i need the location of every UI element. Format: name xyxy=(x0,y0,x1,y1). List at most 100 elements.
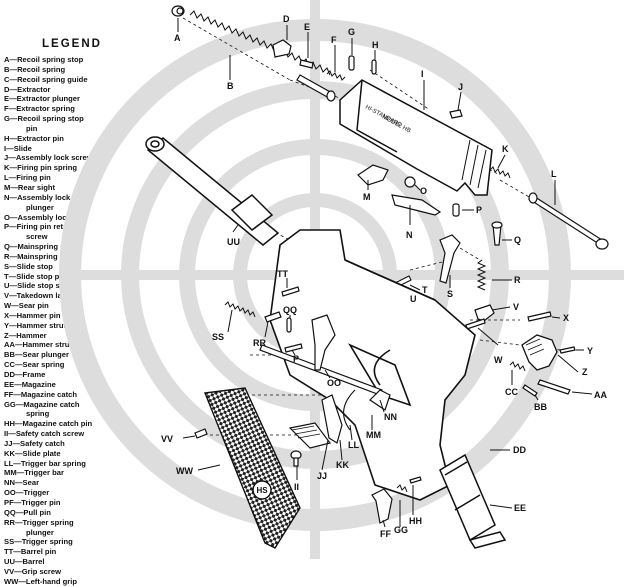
callout-aa: AA xyxy=(594,390,607,400)
legend-item: B—Recoil spring xyxy=(4,64,66,74)
legend-item: RR—Trigger spring xyxy=(4,517,74,527)
trigger-spring xyxy=(224,301,256,318)
assembly-lock-plunger xyxy=(391,194,442,216)
callout-h: H xyxy=(372,40,379,50)
callout-vv: VV xyxy=(161,434,173,444)
callout-ee: EE xyxy=(514,503,526,513)
mainspring-guide xyxy=(491,221,503,246)
recoil-spring-stop xyxy=(171,5,185,17)
legend-item: R—Mainspring xyxy=(4,251,58,261)
legend-item: I—Slide xyxy=(4,143,32,153)
legend-item: P—Firing pin retaining xyxy=(4,222,86,232)
callout-ii: II xyxy=(294,482,299,492)
callout-b: B xyxy=(227,81,234,91)
trigger-bar-spring xyxy=(343,389,356,431)
callout-uu: UU xyxy=(227,237,240,247)
legend-item: EE—Magazine xyxy=(4,379,56,389)
legend-item: QQ—Pull pin xyxy=(4,507,51,517)
grip-logo: HS xyxy=(256,486,268,495)
trigger xyxy=(311,314,336,371)
legend-item: Z—Hammer xyxy=(4,330,47,340)
trigger-pin xyxy=(284,343,303,353)
legend-item: FF—Magazine catch xyxy=(4,389,77,399)
mainspring xyxy=(476,259,487,291)
callout-m: M xyxy=(363,192,371,202)
legend-item: CC—Sear spring xyxy=(4,360,65,370)
legend-item: pin xyxy=(26,123,38,133)
callout-nn: NN xyxy=(384,412,397,422)
slide-plate xyxy=(288,422,332,449)
callout-q: Q xyxy=(514,235,521,245)
grip-screw xyxy=(194,428,208,439)
legend-item: II—Safety catch screw xyxy=(4,429,85,439)
legend-item: E—Extractor plunger xyxy=(4,94,80,104)
exploded-view-diagram: HI-STANDARD MODEL HB xyxy=(59,0,624,559)
legend-item: V—Takedown latch xyxy=(4,291,74,301)
callout-i: I xyxy=(421,69,424,79)
callout-rr: RR xyxy=(253,338,266,348)
magazine-catch-spring xyxy=(396,484,408,493)
legend-item: MM—Trigger bar xyxy=(4,468,64,478)
safety-catch-screw xyxy=(290,450,302,467)
legend-item: VV—Grip screw xyxy=(4,566,61,576)
legend-item: Q—Mainspring guide xyxy=(4,242,81,252)
legend-item: N—Assembly lock xyxy=(4,192,71,202)
callout-jj: JJ xyxy=(317,471,327,481)
firing-pin xyxy=(528,192,609,250)
legend-item: WW—Left-hand grip xyxy=(4,576,77,586)
takedown-latch xyxy=(474,304,495,322)
magazine-catch xyxy=(371,488,393,524)
callout-kk: KK xyxy=(336,460,349,470)
callout-l: L xyxy=(551,169,557,179)
callout-x: X xyxy=(563,313,569,323)
legend-item: G—Recoil spring stop xyxy=(4,114,84,124)
callout-cc: CC xyxy=(505,387,518,397)
legend-item: spring xyxy=(26,409,50,419)
callout-dd: DD xyxy=(513,445,526,455)
callout-p: P xyxy=(476,205,482,215)
legend-item: F—Extractor spring xyxy=(4,104,75,114)
callout-ww: WW xyxy=(176,466,193,476)
callout-ff: FF xyxy=(380,529,391,539)
legend-item: BB—Sear plunger xyxy=(4,350,69,360)
legend-item: screw xyxy=(26,232,48,242)
legend-item: M—Rear sight xyxy=(4,182,56,192)
barrel xyxy=(145,136,280,246)
callout-ss: SS xyxy=(212,332,224,342)
legend-item: KK—Slide plate xyxy=(4,448,61,458)
barrel-pin xyxy=(281,286,300,297)
callout-mm: MM xyxy=(366,430,381,440)
callout-w: W xyxy=(494,355,503,365)
callout-g: G xyxy=(348,27,355,37)
legend-item: NN—Sear xyxy=(4,478,40,488)
legend-item: S—Slide stop xyxy=(4,261,53,271)
callout-n: N xyxy=(406,230,413,240)
legend-item: OO—Trigger xyxy=(4,488,50,498)
recoil-spring-guide xyxy=(296,74,336,102)
legend-item: GG—Magazine catch xyxy=(4,399,80,409)
hammer-strut xyxy=(537,379,571,395)
callout-z: Z xyxy=(582,367,588,377)
callout-gg: GG xyxy=(394,525,408,535)
legend-item: K—Firing pin spring xyxy=(4,163,77,173)
firing-pin-spring xyxy=(489,166,511,179)
legend-item: DD—Frame xyxy=(4,370,46,379)
hammer-strut-pin xyxy=(559,346,576,354)
legend-item: X—Hammer pin xyxy=(4,310,61,320)
callout-tt: TT xyxy=(277,269,288,279)
legend-item: C—Recoil spring guide xyxy=(4,74,88,84)
legend-item: U—Slide stop spring xyxy=(4,281,79,291)
legend-item: LL—Trigger bar spring xyxy=(4,458,86,468)
callout-qq: QQ xyxy=(283,305,297,315)
legend-title: LEGEND xyxy=(42,38,102,50)
legend-item: L—Firing pin xyxy=(4,173,51,183)
callout-hh: HH xyxy=(409,516,422,526)
grip-medallion xyxy=(252,480,272,500)
callout-t: T xyxy=(422,285,428,295)
legend-item: HH—Magazine catch pin xyxy=(4,419,93,429)
magazine xyxy=(439,453,507,549)
assembly-lock-screw xyxy=(449,109,463,119)
sear-spring xyxy=(509,361,526,372)
legend-item: W—Sear pin xyxy=(4,301,49,311)
